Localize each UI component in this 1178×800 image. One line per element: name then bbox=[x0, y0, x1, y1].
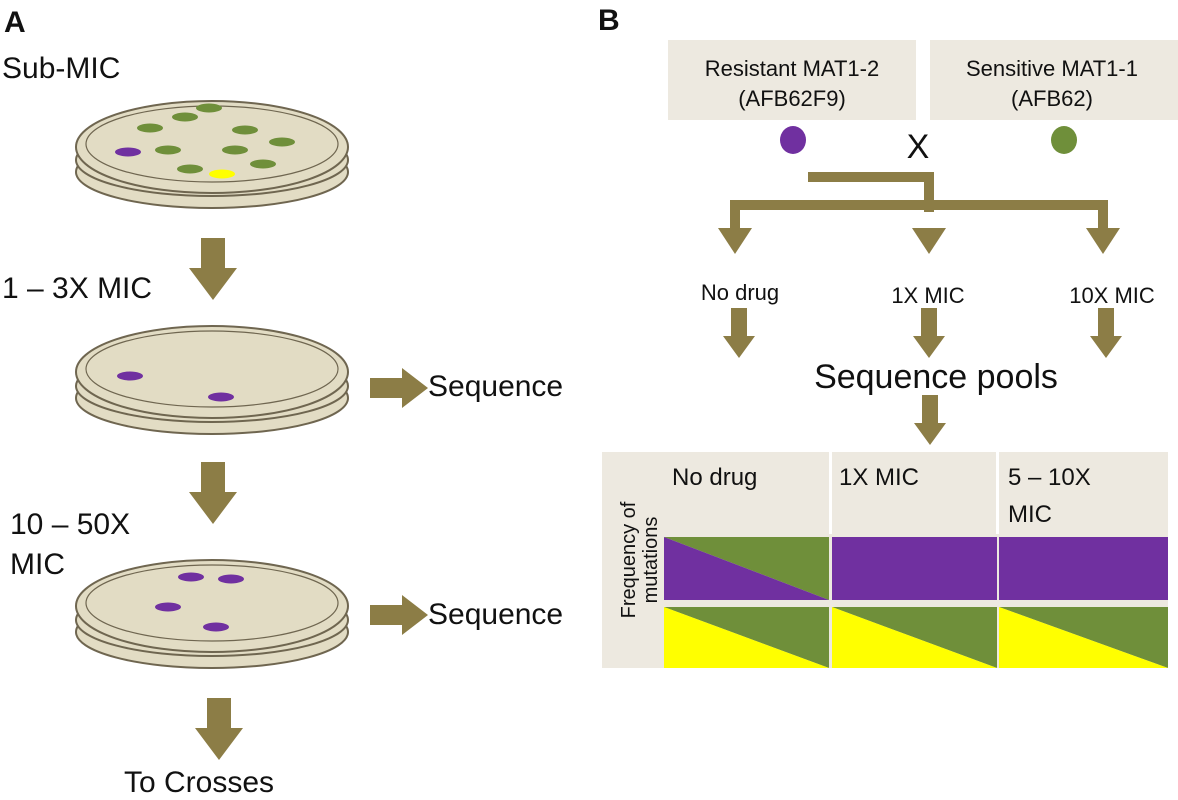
row-label-line1: Frequency of bbox=[618, 501, 640, 618]
stage-2-label: 1 – 3X MIC bbox=[2, 272, 152, 305]
arrow-right-icon bbox=[370, 595, 428, 635]
header-no-drug: No drug bbox=[672, 464, 757, 491]
header-1x-mic: 1X MIC bbox=[839, 464, 919, 491]
stage-3-label-line1: 10 – 50X bbox=[10, 508, 130, 541]
mutation-frequency-table: Frequency of mutations No drug 1X MIC 5 … bbox=[602, 452, 1168, 668]
row2-no-drug-cell bbox=[664, 607, 829, 668]
petri-plate-1-3x-mic bbox=[75, 325, 349, 435]
sequence-pools-label: Sequence pools bbox=[814, 358, 1058, 396]
to-crosses-label: To Crosses bbox=[124, 766, 274, 799]
arrow-down-icon bbox=[914, 395, 946, 445]
row1-1x-mic-cell bbox=[832, 537, 997, 600]
arrow-down-icon bbox=[189, 238, 237, 300]
colonies-sub-mic bbox=[115, 103, 295, 179]
arrow-down-icon bbox=[723, 308, 755, 358]
sensitive-strain-line1: Sensitive MAT1-1 bbox=[966, 56, 1138, 81]
panel-a-label: A bbox=[4, 6, 26, 39]
row1-5-10x-cell bbox=[999, 537, 1168, 600]
petri-plate-10-50x-mic bbox=[75, 559, 349, 669]
sensitive-strain-dot bbox=[1051, 126, 1077, 154]
row2-5-10x-cell bbox=[999, 607, 1168, 668]
condition-10x-mic: 10X MIC bbox=[1069, 283, 1155, 308]
sequence-label-1: Sequence bbox=[428, 370, 563, 403]
arrow-down-icon bbox=[195, 698, 243, 760]
condition-1x-mic: 1X MIC bbox=[891, 283, 964, 308]
sequence-label-2: Sequence bbox=[428, 598, 563, 631]
resistant-strain-dot bbox=[780, 126, 806, 154]
resistant-strain-line1: Resistant MAT1-2 bbox=[705, 56, 879, 81]
header-5-10x-line1: 5 – 10X bbox=[1008, 464, 1091, 491]
colonies-1-3x-mic bbox=[117, 371, 234, 402]
cross-symbol: X bbox=[907, 128, 930, 166]
sub-mic-label: Sub-MIC bbox=[2, 52, 120, 85]
colonies-10-50x-mic bbox=[155, 572, 244, 632]
stage-3-label-line2: MIC bbox=[10, 548, 65, 581]
panel-b-label: B bbox=[598, 4, 620, 37]
arrow-down-icon bbox=[913, 308, 945, 358]
arrow-down-icon bbox=[1090, 308, 1122, 358]
petri-plate-sub-mic bbox=[75, 100, 349, 209]
resistant-strain-box: Resistant MAT1-2 (AFB62F9) bbox=[668, 40, 916, 120]
sensitive-strain-line2: (AFB62) bbox=[1011, 86, 1093, 111]
branch-connector bbox=[718, 172, 1120, 254]
row1-no-drug-cell bbox=[664, 537, 829, 600]
header-5-10x-line2: MIC bbox=[1008, 501, 1052, 528]
resistant-strain-line2: (AFB62F9) bbox=[738, 86, 846, 111]
row2-1x-mic-cell bbox=[832, 607, 997, 668]
condition-no-drug: No drug bbox=[701, 280, 779, 305]
arrow-right-icon bbox=[370, 368, 428, 408]
arrow-down-icon bbox=[189, 462, 237, 524]
sensitive-strain-box: Sensitive MAT1-1 (AFB62) bbox=[930, 40, 1178, 120]
row-label-line2: mutations bbox=[640, 517, 662, 604]
